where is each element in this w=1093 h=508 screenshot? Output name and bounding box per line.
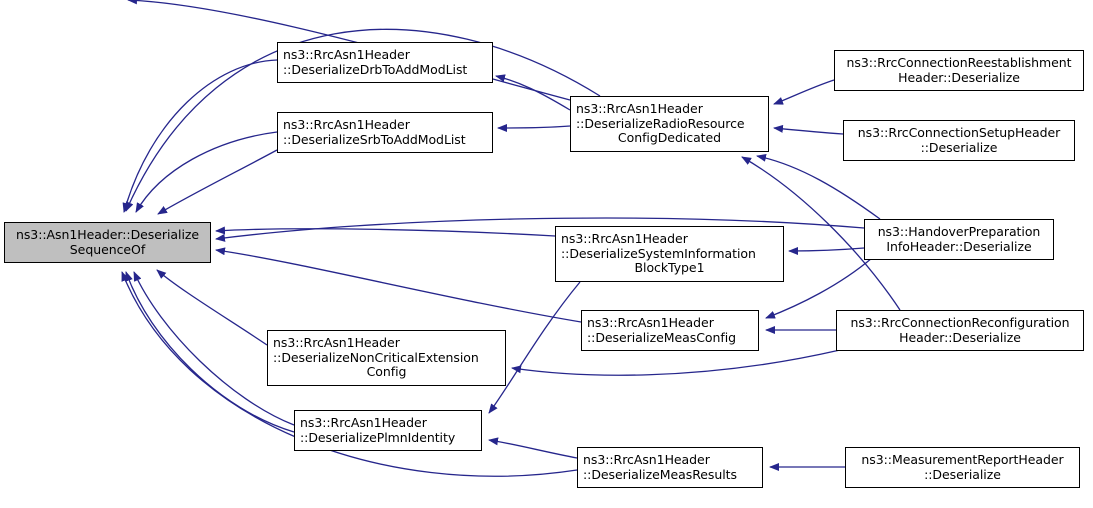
- graph-node-sib1[interactable]: ns3::RrcAsn1Header::DeserializeSystemInf…: [555, 226, 784, 282]
- node-label-line: ns3::RrcAsn1Header: [587, 314, 714, 330]
- edge-drb-root: [122, 59, 278, 213]
- node-label-line: ns3::Asn1Header::Deserialize: [15, 226, 200, 242]
- edge-ncec-root: [156, 269, 268, 346]
- graph-node-srb[interactable]: ns3::RrcAsn1Header::DeserializeSrbToAddM…: [277, 112, 493, 153]
- node-label-line: ::DeserializePlmnIdentity: [300, 429, 456, 445]
- node-label-line: ns3::RrcAsn1Header: [273, 335, 400, 351]
- graph-node-setup[interactable]: ns3::RrcConnectionSetupHeader::Deseriali…: [843, 120, 1075, 161]
- node-label-line: SequenceOf: [69, 241, 146, 257]
- node-label-line: ns3::RrcConnectionReconfiguration: [850, 314, 1070, 330]
- edge-hopi-sib1: [788, 246, 865, 255]
- graph-node-rrcd[interactable]: ns3::RrcAsn1Header::DeserializeRadioReso…: [570, 96, 769, 152]
- edge-srb-lower: [157, 149, 278, 215]
- node-label-line: ns3::MeasurementReportHeader: [861, 451, 1064, 467]
- node-label-line: ::DeserializeNonCriticalExtension: [273, 349, 479, 365]
- graph-node-ncec[interactable]: ns3::RrcAsn1Header::DeserializeNonCritic…: [267, 330, 506, 386]
- node-label-line: ns3::RrcAsn1Header: [576, 101, 703, 117]
- node-label-line: ns3::HandoverPreparation: [877, 223, 1041, 239]
- node-label-line: Config: [366, 364, 407, 380]
- edge-meascfg-root: [215, 247, 582, 323]
- graph-node-drb[interactable]: ns3::RrcAsn1Header::DeserializeDrbToAddM…: [277, 42, 493, 83]
- node-label-line: ::DeserializeSystemInformation: [561, 245, 756, 261]
- node-label-line: ns3::RrcAsn1Header: [283, 46, 410, 62]
- node-label-line: BlockType1: [634, 260, 705, 276]
- edge-srb-root: [135, 131, 278, 213]
- node-label-line: Header::Deserialize: [899, 329, 1021, 345]
- node-label-line: ConfigDedicated: [617, 130, 722, 146]
- node-label-line: ns3::RrcConnectionSetupHeader: [857, 124, 1061, 140]
- node-label-line: ::DeserializeMeasResults: [583, 466, 737, 482]
- edge-setup-rrcd: [773, 124, 844, 135]
- node-label-line: ::DeserializeRadioResource: [576, 115, 745, 131]
- graph-node-measres[interactable]: ns3::RrcAsn1Header::DeserializeMeasResul…: [577, 447, 763, 488]
- edge-measres-plmn: [488, 437, 578, 459]
- edge-rrcd-srb: [497, 123, 571, 132]
- node-label-line: Header::Deserialize: [898, 69, 1020, 85]
- graph-node-meascfg[interactable]: ns3::RrcAsn1Header::DeserializeMeasConfi…: [581, 310, 759, 351]
- node-label-line: ::DeserializeMeasConfig: [587, 329, 737, 345]
- node-label-line: ns3::RrcAsn1Header: [300, 414, 427, 430]
- graph-node-mrh[interactable]: ns3::MeasurementReportHeader::Deserializ…: [845, 447, 1080, 488]
- edge-reconf-ncec: [511, 349, 841, 376]
- node-label-line: InfoHeader::Deserialize: [886, 238, 1032, 254]
- node-label-line: ns3::RrcAsn1Header: [283, 116, 410, 132]
- node-label-line: ns3::RrcAsn1Header: [583, 451, 710, 467]
- node-label-line: ns3::RrcConnectionReestablishment: [846, 54, 1072, 70]
- edge-sib1-root: [215, 226, 556, 237]
- node-label-line: ::DeserializeDrbToAddModList: [283, 61, 468, 77]
- edge-reest-rrcd: [773, 79, 835, 105]
- edge-hopi-rrcd: [756, 153, 881, 220]
- graph-node-plmn[interactable]: ns3::RrcAsn1Header::DeserializePlmnIdent…: [294, 410, 482, 451]
- node-label-line: ::Deserialize: [920, 139, 998, 155]
- node-label-line: ::Deserialize: [924, 466, 1001, 482]
- node-label-line: ::DeserializeSrbToAddModList: [283, 131, 466, 147]
- edge-rrcd-drb: [495, 74, 571, 111]
- node-label-line: ns3::RrcAsn1Header: [561, 231, 688, 247]
